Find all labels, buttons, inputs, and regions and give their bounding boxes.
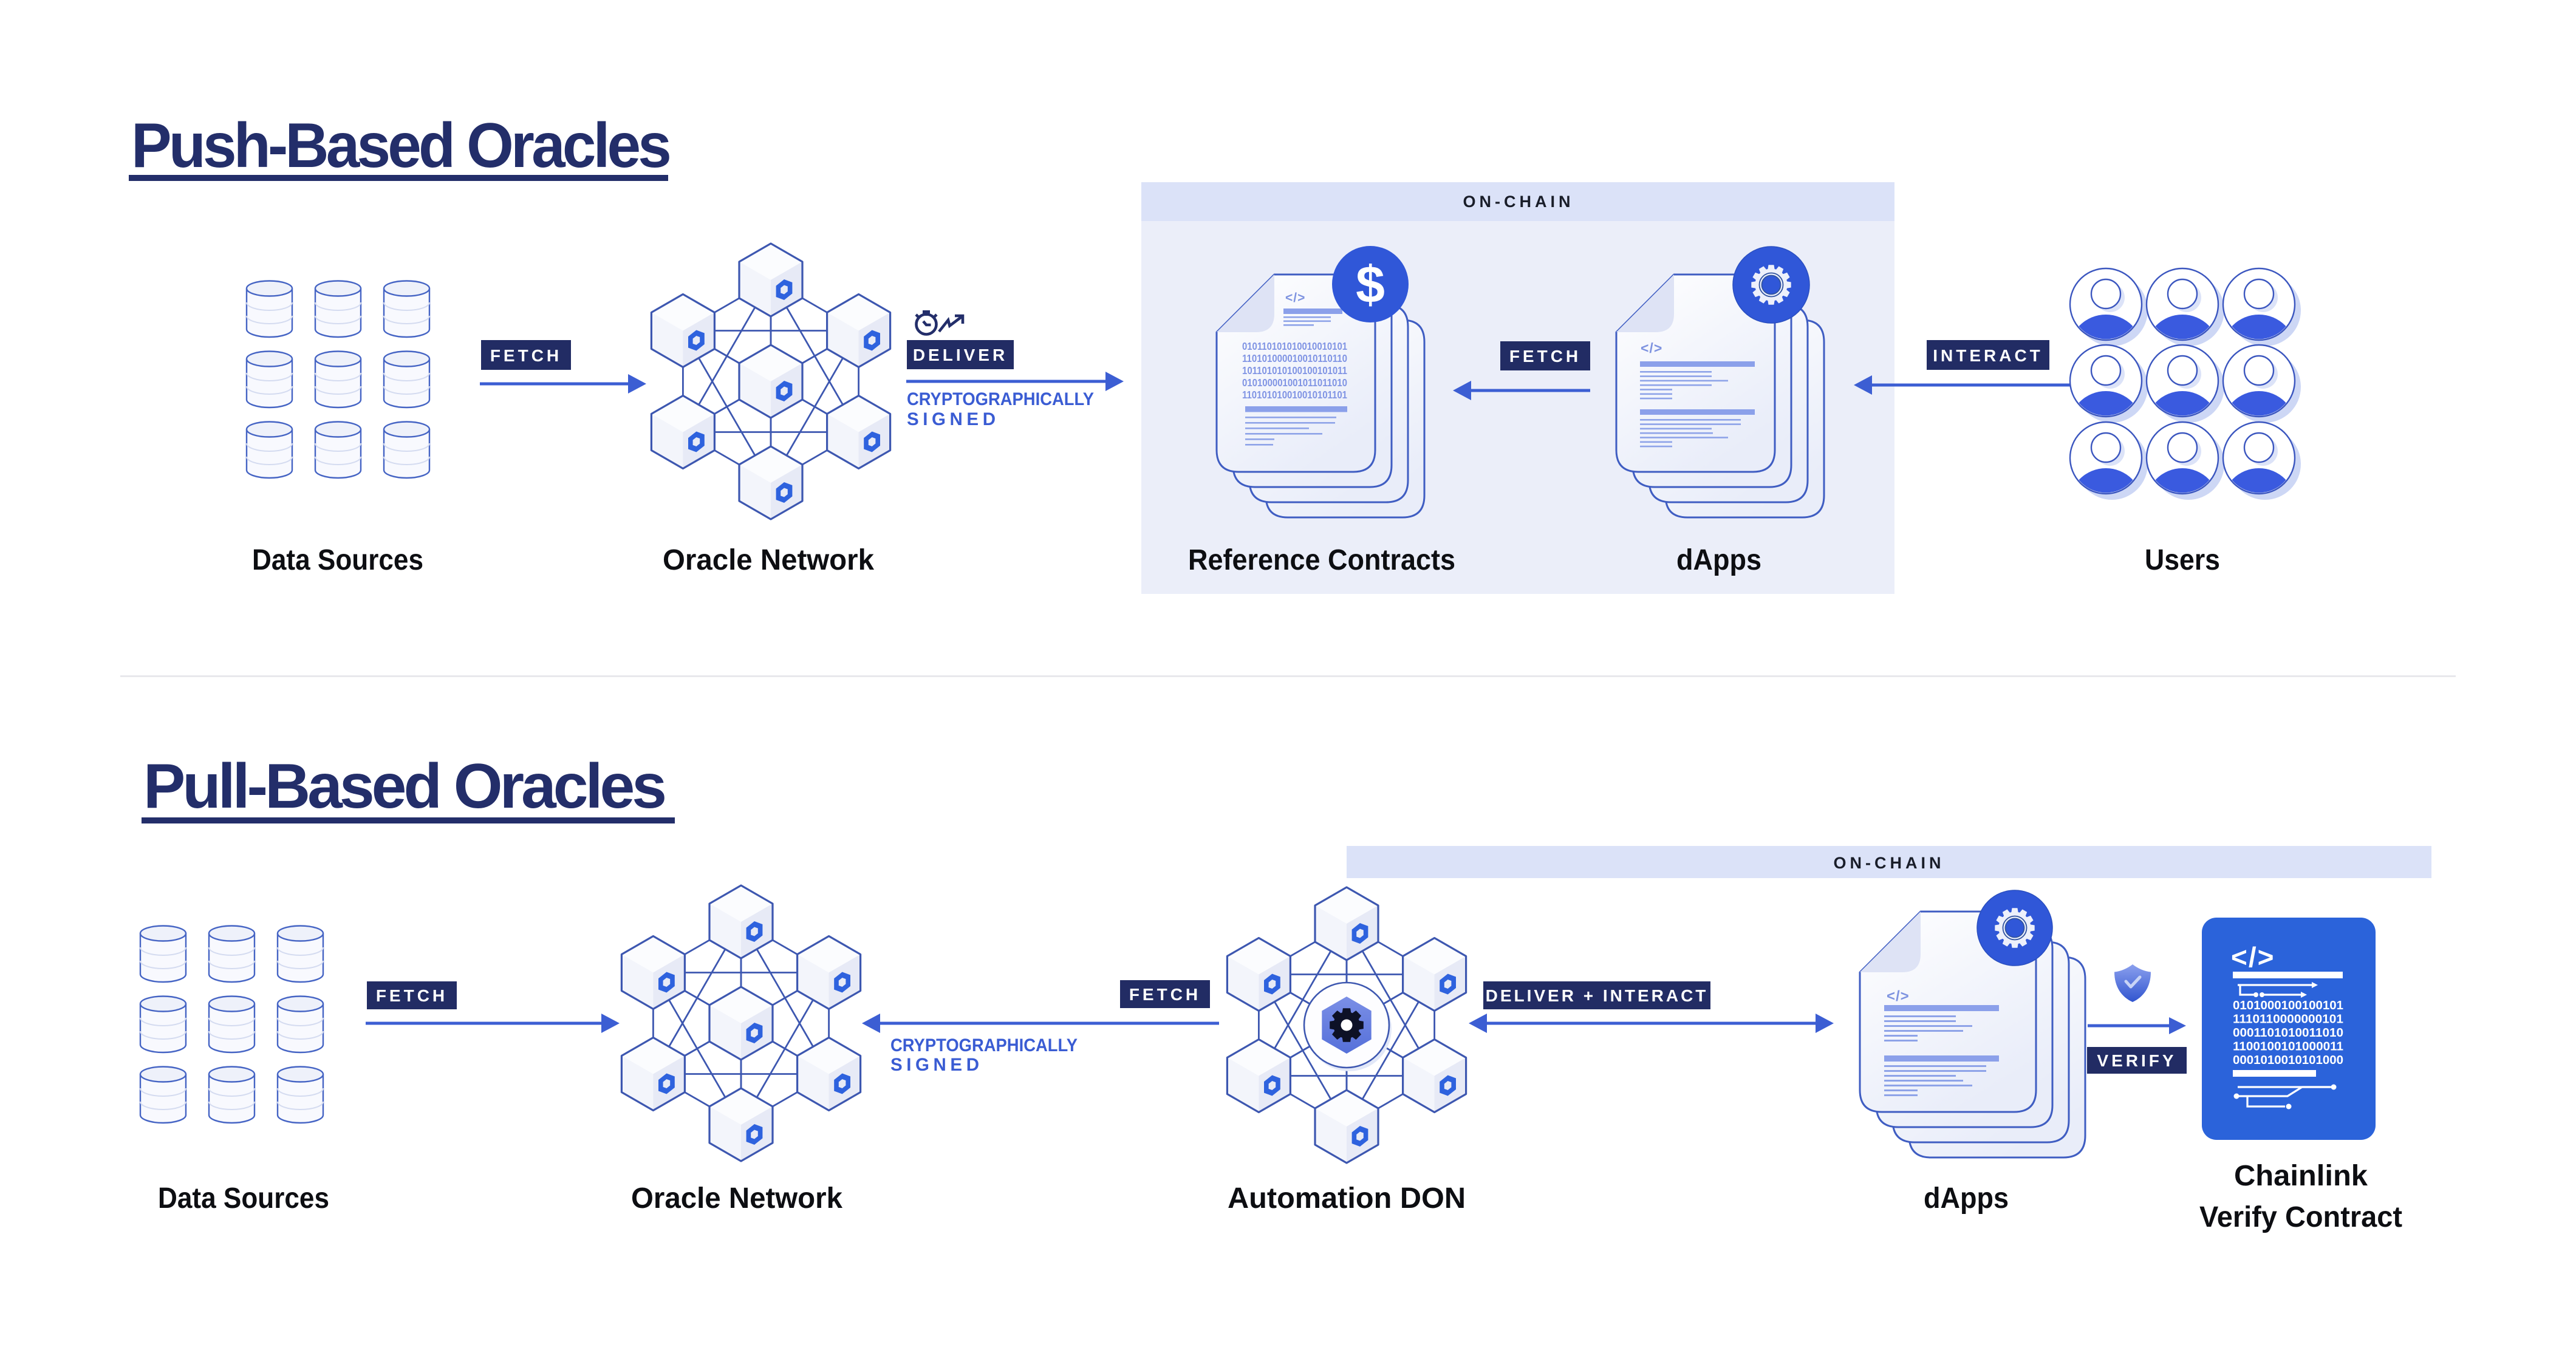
svg-text:FETCH: FETCH [1509,347,1581,366]
svg-text:Users: Users [2145,544,2220,576]
svg-text:010110101010010010101: 010110101010010010101 [1242,340,1347,352]
svg-text:Oracle Network: Oracle Network [631,1182,842,1215]
svg-text:</>: </> [1285,291,1305,305]
svg-text:VERIFY: VERIFY [2097,1051,2176,1070]
svg-text:101101010100100101011: 101101010100100101011 [1242,364,1347,377]
svg-text:</>: </> [1887,988,1910,1004]
svg-text:0001101010011010: 0001101010011010 [2233,1026,2343,1040]
svg-text:</>: </> [1641,340,1662,356]
svg-text:1100100101000011: 1100100101000011 [2233,1040,2343,1054]
svg-text:dApps: dApps [1676,544,1761,576]
svg-text:Reference Contracts: Reference Contracts [1188,544,1455,576]
svg-text:Data Sources: Data Sources [252,544,423,576]
svg-text:110101000010010110110: 110101000010010110110 [1242,352,1347,364]
svg-text:CRYPTOGRAPHICALLY: CRYPTOGRAPHICALLY [890,1035,1078,1055]
svg-text:DELIVER: DELIVER [913,346,1008,364]
svg-text:Chainlink: Chainlink [2234,1160,2368,1192]
svg-text:SIGNED: SIGNED [890,1055,979,1075]
svg-text:0001010010101000: 0001010010101000 [2233,1054,2343,1067]
svg-text:1110110000000101: 1110110000000101 [2233,1013,2343,1026]
svg-text:SIGNED: SIGNED [907,409,996,429]
svg-text:INTERACT: INTERACT [1933,346,2043,365]
svg-text:ON-CHAIN: ON-CHAIN [1463,193,1574,211]
svg-text:Pull-Based Oracles: Pull-Based Oracles [143,751,664,822]
svg-text:dApps: dApps [1924,1182,2009,1215]
svg-text:Oracle Network: Oracle Network [663,544,874,576]
svg-text:010100001001011011010: 010100001001011011010 [1242,377,1347,389]
svg-text:110101010010010101101: 110101010010010101101 [1242,389,1347,401]
svg-text:FETCH: FETCH [490,346,562,365]
svg-text:</>: </> [2231,941,2275,973]
svg-text:FETCH: FETCH [376,986,448,1005]
svg-text:Data Sources: Data Sources [158,1182,329,1215]
svg-text:Push-Based Oracles: Push-Based Oracles [131,111,669,181]
svg-text:Automation DON: Automation DON [1228,1182,1466,1215]
svg-text:Verify Contract: Verify Contract [2199,1201,2402,1233]
svg-text:DELIVER + INTERACT: DELIVER + INTERACT [1486,986,1709,1005]
svg-text:FETCH: FETCH [1129,985,1201,1004]
svg-text:0101000100100101: 0101000100100101 [2233,999,2343,1012]
svg-text:ON-CHAIN: ON-CHAIN [1834,854,1945,872]
svg-text:$: $ [1356,256,1385,314]
svg-text:CRYPTOGRAPHICALLY: CRYPTOGRAPHICALLY [907,389,1094,409]
